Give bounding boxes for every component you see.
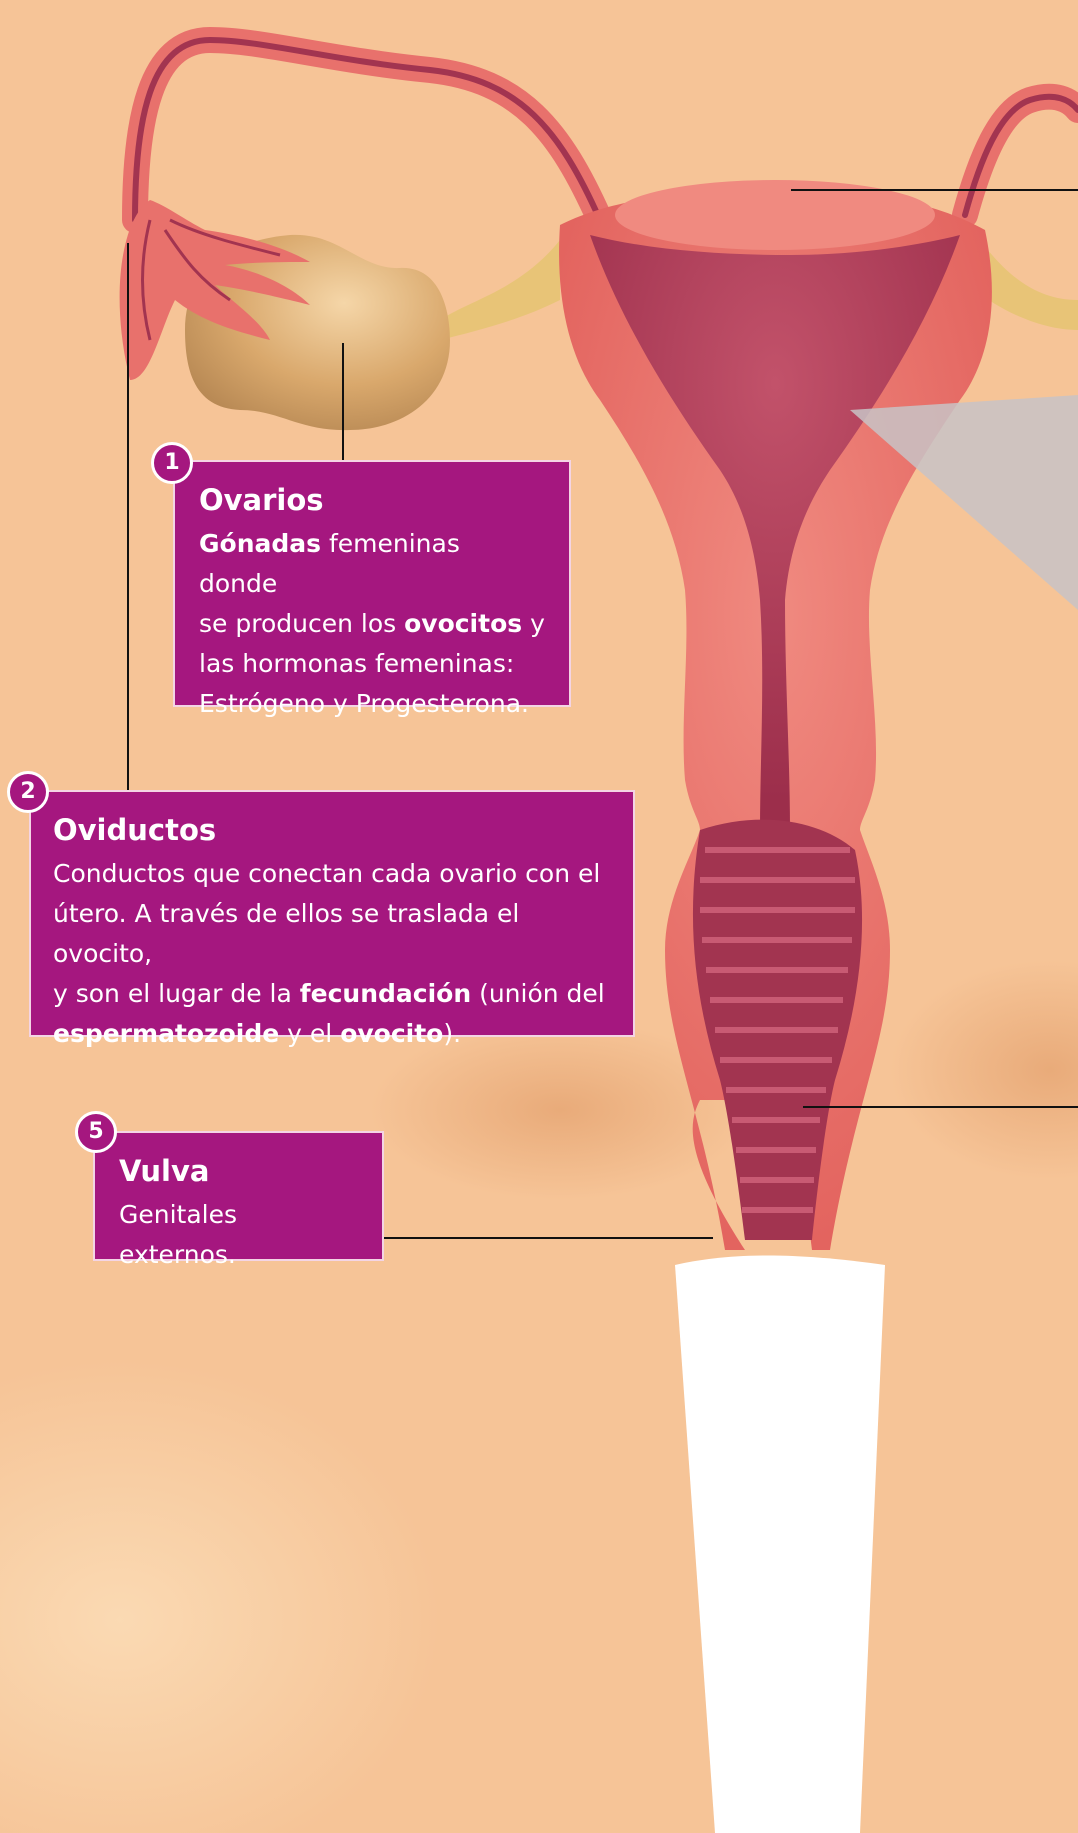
background-highlight <box>0 1360 440 1833</box>
bold-term: fecundación <box>300 979 471 1008</box>
text-run: Conductos que conectan cada ovario con e… <box>53 859 600 888</box>
uterine-cavity <box>590 235 960 830</box>
label-title-ovarios: Ovarios <box>199 482 545 518</box>
bold-term: ovocito <box>340 1019 443 1048</box>
label-text-line: se producen los ovocitos y <box>199 609 545 638</box>
text-run: las hormonas femeninas: <box>199 649 514 678</box>
label-box-ovarios: Ovarios Gónadas femeninas donde se produc… <box>173 460 571 707</box>
label-text-line: Gónadas femeninas donde <box>199 529 460 598</box>
bold-term: Gónadas <box>199 529 321 558</box>
text-run: ). <box>443 1019 461 1048</box>
label-text-line: las hormonas femeninas: <box>199 649 514 678</box>
label-text-vulva: Genitales externos. <box>119 1195 358 1275</box>
label-text-line: y son el lugar de la fecundación (unión … <box>53 979 605 1008</box>
label-title-vulva: Vulva <box>119 1153 358 1189</box>
label-box-vulva: Vulva Genitales externos. <box>93 1131 384 1261</box>
vulva-opening <box>675 1256 885 1833</box>
label-text-oviductos: Conductos que conectan cada ovario con e… <box>53 854 611 1054</box>
label-box-oviductos: Oviductos Conductos que conectan cada ov… <box>29 790 635 1037</box>
label-text-line: Conductos que conectan cada ovario con e… <box>53 859 600 888</box>
background-shadow-right <box>890 960 1078 1180</box>
text-run: (unión del <box>471 979 605 1008</box>
text-run: se producen los <box>199 609 404 638</box>
label-text-ovarios: Gónadas femeninas donde se producen los o… <box>199 524 545 724</box>
label-number-badge-5: 5 <box>75 1111 117 1153</box>
label-number-badge-2: 2 <box>7 771 49 813</box>
bold-term: ovocitos <box>404 609 522 638</box>
ligament-left <box>440 240 560 340</box>
bold-term: espermatozoide <box>53 1019 279 1048</box>
label-title-oviductos: Oviductos <box>53 812 611 848</box>
text-run: y el <box>279 1019 340 1048</box>
label-text-line: útero. A través de ellos se traslada el … <box>53 899 519 968</box>
label-text-line: Genitales externos. <box>119 1200 237 1269</box>
label-text-line: espermatozoide y el ovocito). <box>53 1019 461 1048</box>
text-run: y son el lugar de la <box>53 979 300 1008</box>
oviduct-left <box>135 40 600 220</box>
text-run: y <box>522 609 545 638</box>
text-run: útero. A través de ellos se traslada el … <box>53 899 519 968</box>
text-run: Estrógeno y Progesterona. <box>199 689 529 718</box>
label-text-line: Estrógeno y Progesterona. <box>199 689 529 718</box>
label-number-badge-1: 1 <box>151 442 193 484</box>
text-run: Genitales externos. <box>119 1200 237 1269</box>
